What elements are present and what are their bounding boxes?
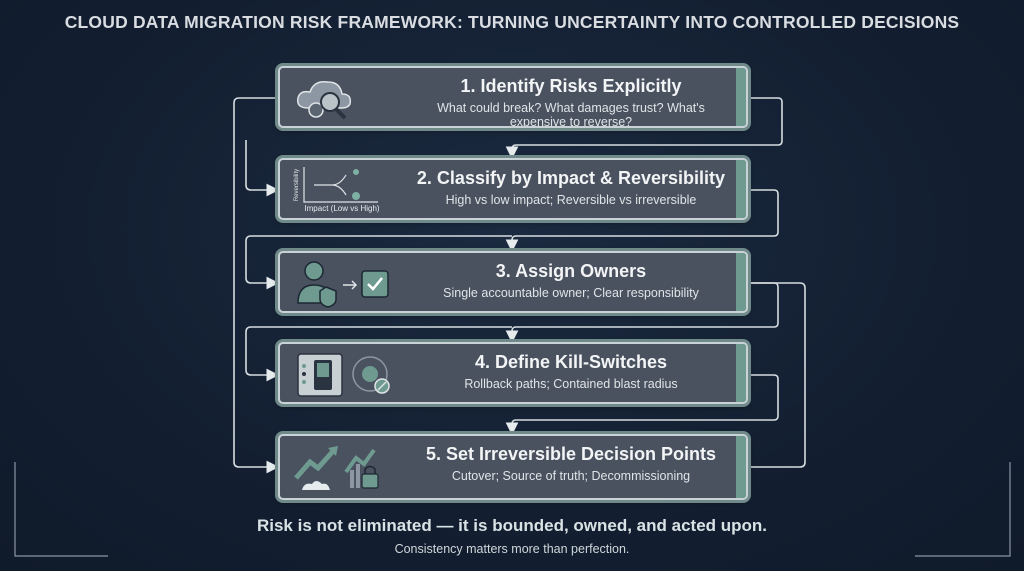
step-5-heading: 5. Set Irreversible Decision Points: [425, 444, 717, 464]
footer-statement: Risk is not eliminated — it is bounded, …: [256, 516, 768, 535]
step-3-card: 3. Assign Owners Single accountable owne…: [278, 251, 748, 313]
step-4-description: Rollback paths; Contained blast radius: [464, 377, 678, 391]
accent-strip: [736, 253, 746, 311]
footer-subtitle: Consistency matters more than perfection…: [394, 542, 630, 556]
switch-target-icon: [297, 353, 390, 397]
user-shield-check-icon: [297, 261, 389, 308]
connector-2-3: [505, 189, 779, 253]
connector-1-2: [505, 97, 783, 160]
step-2-heading: 2. Classify by Impact & Reversibility: [416, 168, 726, 188]
step-4-heading: 4. Define Kill-Switches: [474, 352, 668, 372]
connector-left-4: [245, 326, 512, 382]
connector-left-2: [245, 140, 280, 197]
connector-3-4: [505, 282, 779, 344]
step-4-card: 4. Define Kill-Switches Rollback paths; …: [278, 342, 748, 404]
step-3-description: Single accountable owner; Clear responsi…: [443, 286, 699, 300]
connector-4-5: [505, 374, 779, 436]
step-1-card: 1. Identify Risks Explicitly What could …: [278, 66, 748, 128]
connector-3-5-right: [748, 282, 806, 468]
connector-1-5-left: [233, 97, 280, 474]
step-5-description: Cutover; Source of truth; Decommissionin…: [451, 469, 691, 483]
trend-lock-icon: [294, 446, 379, 490]
corner-bracket-left: [14, 462, 108, 557]
step-5-card: 5. Set Irreversible Decision Points Cuto…: [278, 434, 748, 500]
step-3-heading: 3. Assign Owners: [495, 261, 647, 281]
impact-reversibility-chart-icon: Reversibility: [294, 167, 378, 203]
cloud-search-gear-icon: [296, 80, 352, 120]
page-title: CLOUD DATA MIGRATION RISK FRAMEWORK: TUR…: [64, 12, 960, 32]
accent-strip: [736, 436, 746, 498]
corner-bracket-right: [915, 462, 1011, 557]
step-2-description: High vs low impact; Reversible vs irreve…: [445, 193, 697, 207]
step-1-description: What could break? What damages trust? Wh…: [437, 101, 705, 128]
connector-left-3: [245, 235, 512, 290]
step-2-card: Reversibility Impact (Low vs High) 2. Cl…: [278, 158, 748, 220]
accent-strip: [736, 68, 746, 126]
chart-y-label: Reversibility: [294, 169, 300, 201]
step-1-heading: 1. Identify Risks Explicitly: [460, 76, 682, 96]
chart-x-label: Impact (Low vs High): [304, 204, 380, 213]
accent-strip: [736, 160, 746, 218]
accent-strip: [736, 344, 746, 402]
